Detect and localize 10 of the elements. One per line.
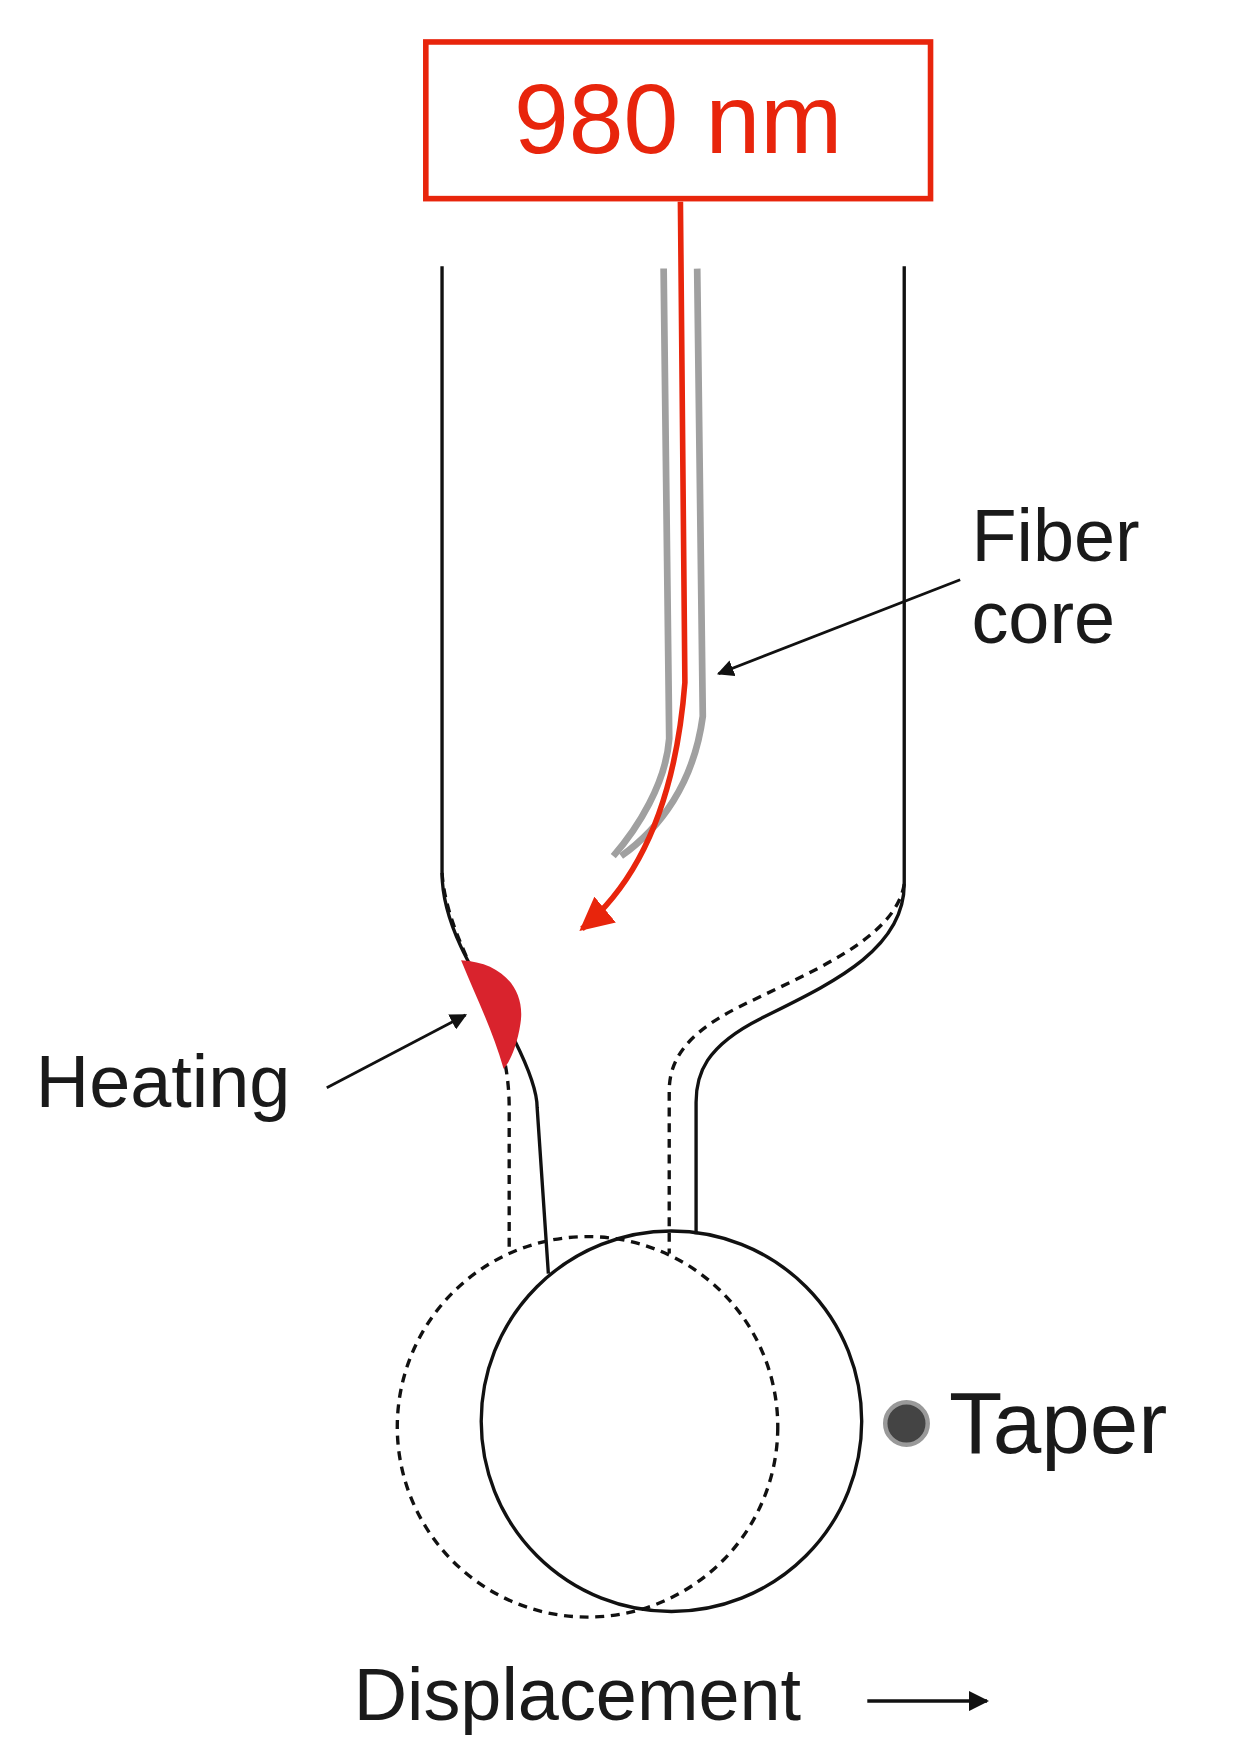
heating-label: Heating [35, 1040, 322, 1124]
leader-arrow [716, 578, 961, 677]
wavelength-box [423, 39, 934, 202]
fiber-core-label: Fiber core [971, 494, 1184, 661]
wavelength-text: 980 nm [513, 65, 843, 176]
taper-label: Taper [949, 1374, 1168, 1472]
heating-spot [461, 960, 522, 1069]
displacement-label: Displacement [353, 1654, 802, 1737]
leader-arrow [326, 1013, 468, 1089]
light-path-arrow [579, 201, 688, 932]
